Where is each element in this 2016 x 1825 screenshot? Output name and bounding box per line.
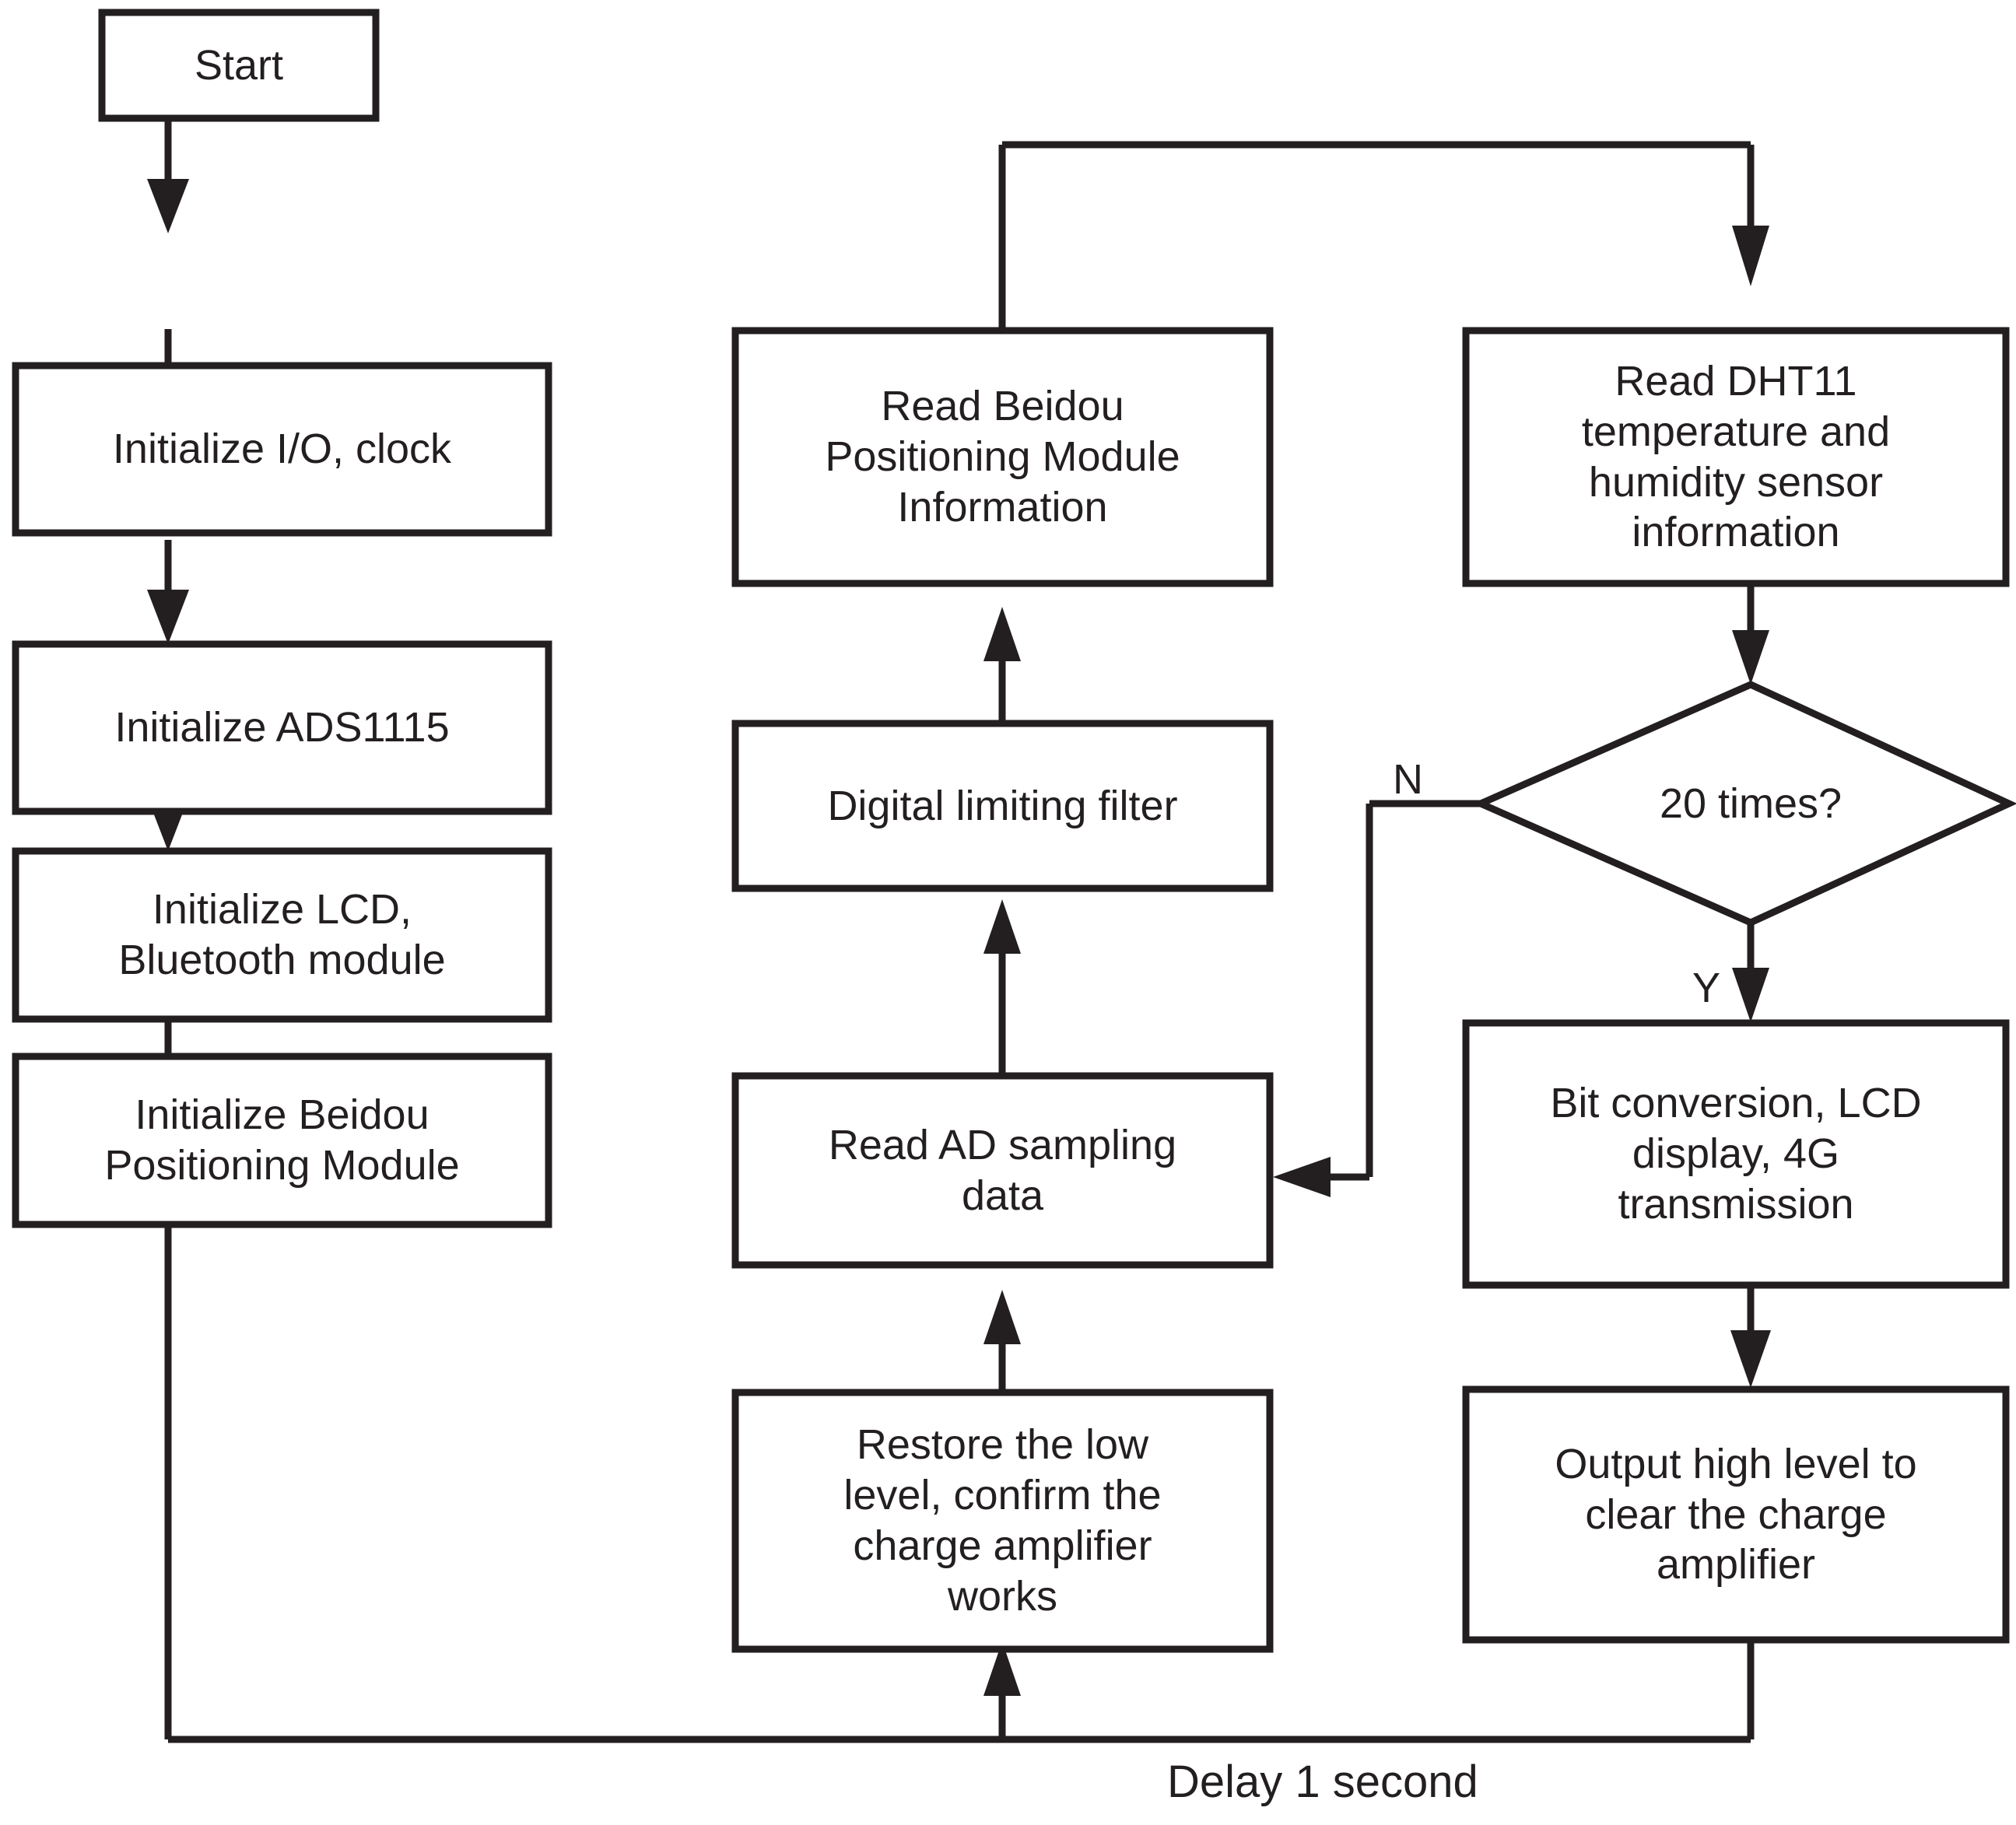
edge-bottom-rail-to-restore-low [983, 1641, 1021, 1739]
edge-label-no: N [1393, 756, 1423, 803]
node-read-ad[interactable] [731, 1072, 1274, 1269]
node-read-beidou[interactable] [731, 327, 1274, 587]
node-init-lcd[interactable] [12, 847, 552, 1023]
node-init-beidou[interactable] [12, 1053, 552, 1228]
node-decision-twenty-times[interactable] [1471, 681, 2016, 927]
node-filter[interactable] [731, 720, 1274, 892]
edge-bit-conv-to-output-high [1730, 1284, 1771, 1388]
edge-label-yes: Y [1692, 965, 1721, 1011]
edge-init-ads-to-init-lcd [147, 540, 189, 644]
node-read-dht11[interactable] [1462, 327, 2010, 587]
node-init-ads[interactable] [12, 640, 552, 815]
node-output-high[interactable] [1462, 1385, 2010, 1644]
edge-decision-yes-to-bit-conv [1732, 923, 1769, 1022]
node-bit-conv[interactable] [1462, 1019, 2010, 1289]
node-start[interactable] [98, 9, 380, 122]
edge-start-to-init-io [147, 118, 189, 233]
edge-label-delay: Delay 1 second [1167, 1757, 1478, 1807]
edge-decision-no-to-read-ad [1273, 800, 1481, 1197]
edge-read-dht11-to-decision [1732, 583, 1769, 685]
node-init-io[interactable] [12, 362, 552, 537]
edge-read-beidou-to-read-dht11 [998, 141, 1769, 331]
edge-restore-low-to-read-ad [983, 1290, 1021, 1396]
node-restore-low[interactable] [731, 1389, 1274, 1653]
